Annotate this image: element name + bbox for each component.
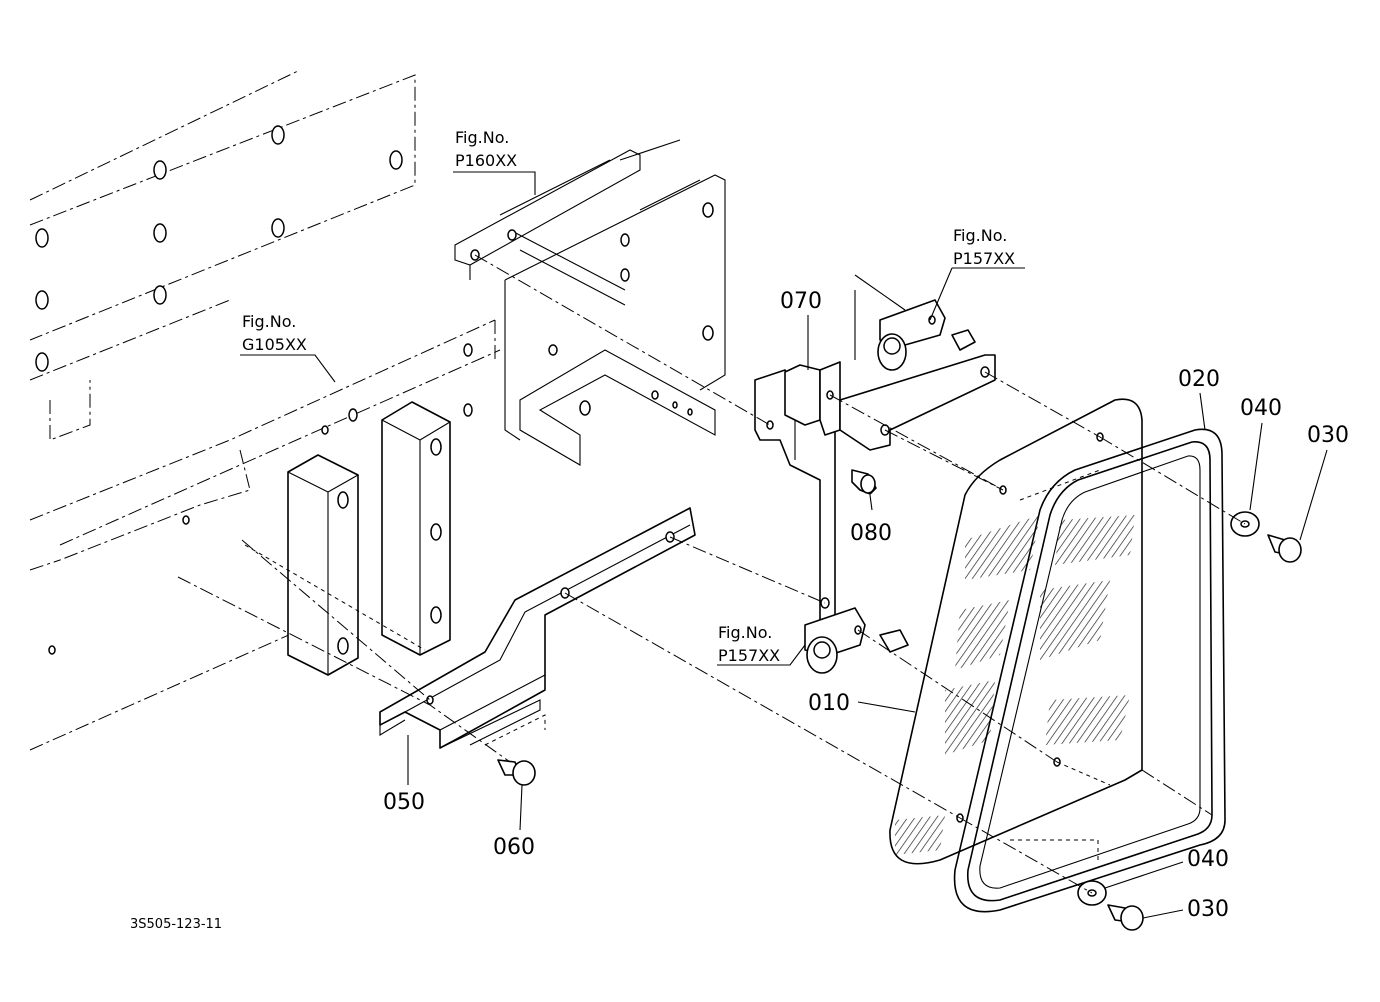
part-label-030-lower: 030 xyxy=(1187,897,1229,922)
fig-ref-title-p160: Fig.No. xyxy=(455,128,509,147)
part-020-seal xyxy=(953,428,1226,913)
upper-mounting-plate xyxy=(454,139,726,466)
part-label-060: 060 xyxy=(493,835,535,860)
fig-ref-code-g105: G105XX xyxy=(242,335,307,354)
hinge-lower xyxy=(804,607,909,674)
bolt-060 xyxy=(497,759,536,786)
fig-ref-title-p157-lower: Fig.No. xyxy=(718,623,772,642)
fig-ref-title-g105: Fig.No. xyxy=(242,312,296,331)
part-070-hinge-bracket xyxy=(754,274,996,621)
hinge-upper xyxy=(877,299,976,371)
fig-ref-title-p157-upper: Fig.No. xyxy=(953,226,1007,245)
part-label-030-upper: 030 xyxy=(1307,423,1349,448)
bolt-080 xyxy=(851,469,877,495)
fig-ref-code-p160: P160XX xyxy=(455,151,517,170)
part-010-glass xyxy=(889,398,1143,865)
part-label-080: 080 xyxy=(850,521,892,546)
chassis-frame xyxy=(29,69,501,751)
leader-lines xyxy=(240,171,1328,919)
part-label-050: 050 xyxy=(383,790,425,815)
fig-ref-code-p157-lower: P157XX xyxy=(718,646,780,665)
part-label-040-upper: 040 xyxy=(1240,396,1282,421)
bolt-030-upper xyxy=(1267,534,1302,563)
part-label-010: 010 xyxy=(808,691,850,716)
spacer-blocks xyxy=(287,401,451,676)
part-label-020: 020 xyxy=(1178,367,1220,392)
drawing-code: 3S505-123-11 xyxy=(130,917,222,932)
bolt-030-lower xyxy=(1107,904,1144,931)
assembly-centerlines xyxy=(177,254,1246,894)
fig-ref-code-p157-upper: P157XX xyxy=(953,249,1015,268)
part-label-070: 070 xyxy=(780,289,822,314)
part-label-040-lower: 040 xyxy=(1187,847,1229,872)
